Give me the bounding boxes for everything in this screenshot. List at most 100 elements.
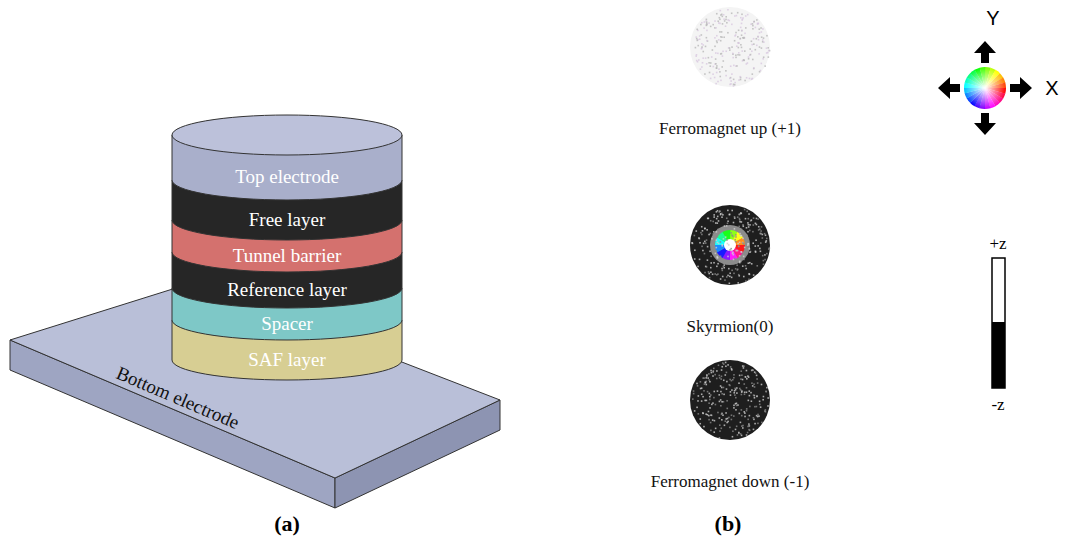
- spin-speckle: [736, 65, 738, 67]
- spin-speckle: [733, 374, 735, 376]
- spin-speckle: [735, 241, 737, 243]
- spin-speckle: [705, 46, 707, 48]
- spin-speckle: [735, 397, 737, 399]
- spin-speckle: [704, 228, 706, 230]
- spin-speckle: [758, 39, 760, 41]
- spin-speckle: [759, 228, 761, 230]
- spin-speckle: [709, 407, 711, 409]
- spin-speckle: [740, 370, 742, 372]
- spin-speckle: [745, 376, 747, 378]
- spin-speckle: [698, 395, 700, 397]
- spin-speckle: [725, 16, 727, 18]
- spin-speckle: [752, 28, 754, 30]
- spin-speckle: [733, 392, 735, 394]
- free-layer-band: Free layer: [246, 209, 328, 231]
- spin-speckle: [736, 264, 738, 266]
- spin-speckle: [747, 218, 749, 220]
- spin-speckle: [723, 394, 725, 396]
- spin-speckle: [735, 403, 737, 405]
- spin-speckle: [741, 13, 743, 15]
- spin-speckle: [732, 430, 734, 432]
- spin-speckle: [706, 21, 708, 23]
- spin-speckle: [757, 218, 759, 220]
- state-caption: Ferromagnet up (+1): [656, 119, 804, 139]
- spin-speckle: [744, 50, 746, 52]
- spin-speckle: [731, 73, 733, 75]
- spin-speckle: [756, 406, 758, 408]
- spin-speckle: [706, 374, 708, 376]
- spin-speckle: [731, 389, 733, 391]
- spin-speckle: [719, 437, 721, 439]
- spin-speckle: [712, 233, 714, 235]
- spin-speckle: [729, 283, 731, 285]
- spin-speckle: [732, 235, 734, 237]
- spin-speckle: [742, 265, 744, 267]
- spin-speckle: [708, 57, 710, 59]
- spin-speckle: [743, 59, 745, 61]
- spin-speckle: [732, 252, 734, 254]
- spin-speckle: [751, 263, 753, 265]
- layer-name: Tunnel barrier: [230, 245, 345, 267]
- spin-speckle: [739, 261, 741, 263]
- spin-speckle: [736, 392, 738, 394]
- spin-speckle: [715, 250, 717, 252]
- spin-speckle: [740, 44, 742, 46]
- spin-speckle: [698, 237, 700, 239]
- spin-speckle: [728, 417, 730, 419]
- spin-speckle: [743, 411, 745, 413]
- spin-speckle: [699, 418, 701, 420]
- spin-speckle: [726, 22, 728, 24]
- spin-speckle: [745, 376, 747, 378]
- spin-speckle: [712, 375, 714, 377]
- spin-speckle: [703, 243, 705, 245]
- spin-speckle: [740, 433, 742, 435]
- spin-speckle: [700, 381, 702, 383]
- spin-speckle: [699, 259, 701, 261]
- spin-speckle: [708, 402, 710, 404]
- spin-speckle: [712, 221, 714, 223]
- spin-speckle: [710, 430, 712, 432]
- saf-layer-band: SAF layer: [245, 349, 329, 371]
- spin-speckle: [701, 46, 703, 48]
- spin-speckle: [736, 426, 738, 428]
- colorbar-label: +z: [989, 234, 1006, 254]
- spin-speckle: [729, 214, 731, 216]
- spin-speckle: [751, 369, 753, 371]
- spin-speckle: [713, 368, 715, 370]
- z-colorbar: [992, 258, 1005, 388]
- spin-speckle: [721, 413, 723, 415]
- texture-disc: [690, 360, 770, 440]
- spin-speckle: [709, 65, 711, 67]
- spin-speckle: [757, 23, 759, 25]
- spin-speckle: [699, 38, 701, 40]
- spin-speckle: [746, 408, 748, 410]
- spin-speckle: [703, 426, 705, 428]
- spin-speckle: [699, 242, 701, 244]
- spin-speckle: [742, 242, 744, 244]
- spin-speckle: [743, 276, 745, 278]
- spin-speckle: [714, 420, 716, 422]
- spin-speckle: [768, 56, 770, 58]
- spin-speckle: [716, 222, 718, 224]
- spin-speckle: [734, 40, 736, 42]
- spin-speckle: [718, 211, 720, 213]
- spin-speckle: [709, 381, 711, 383]
- spin-speckle: [742, 379, 744, 381]
- spin-speckle: [716, 42, 718, 44]
- spin-speckle: [748, 247, 750, 249]
- spin-speckle: [735, 32, 737, 34]
- spin-speckle: [714, 374, 716, 376]
- spin-speckle: [754, 397, 756, 399]
- skyrmion-halo: [710, 225, 750, 265]
- spin-speckle: [755, 239, 757, 241]
- spin-speckle: [724, 374, 726, 376]
- spin-speckle: [764, 410, 766, 412]
- spin-speckle: [695, 55, 697, 57]
- spin-speckle: [711, 415, 713, 417]
- spin-speckle: [719, 31, 721, 33]
- spin-speckle: [746, 227, 748, 229]
- spin-speckle: [748, 226, 750, 228]
- spin-speckle: [740, 38, 742, 40]
- spin-speckle: [753, 67, 755, 69]
- spin-speckle: [710, 62, 712, 64]
